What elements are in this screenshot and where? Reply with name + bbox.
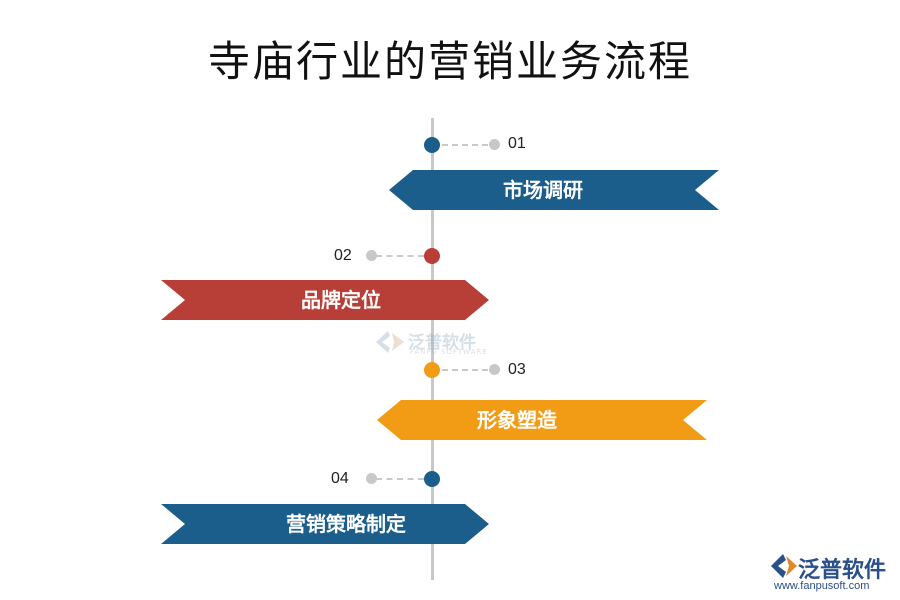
corner-watermark: 泛普软件 www.fanpusoft.com: [768, 552, 886, 592]
step-1-end-dot: [489, 139, 500, 150]
step-1-label: 市场调研: [503, 178, 583, 202]
step-4-ribbon: 营销策略制定: [161, 504, 489, 544]
fanpu-logo-icon: [376, 331, 404, 353]
step-2-number: 02: [334, 247, 352, 264]
step-2-ribbon-shape: [161, 280, 489, 320]
step-2-marker: [424, 248, 440, 264]
center-watermark: 泛普软件 FANPU SOFTWARE: [372, 328, 487, 358]
step-1-ribbon: 市场调研: [389, 170, 719, 210]
step-4-label: 营销策略制定: [286, 512, 406, 536]
step-2-ribbon: 品牌定位: [161, 280, 489, 320]
corner-watermark-brand: 泛普软件: [798, 558, 887, 583]
step-3-connector: [442, 369, 488, 371]
step-3-ribbon: 形象塑造: [377, 400, 707, 440]
timeline-axis: [431, 118, 434, 580]
step-3-ribbon-shape: [377, 400, 707, 440]
fanpu-corner-logo-icon: [771, 554, 797, 578]
step-3-number: 03: [508, 361, 526, 378]
step-2-connector: [376, 255, 424, 257]
step-4-ribbon-shape: [161, 504, 489, 544]
corner-watermark-url: www.fanpusoft.com: [774, 580, 870, 592]
step-2-label: 品牌定位: [301, 288, 381, 312]
step-1-ribbon-shape: [389, 170, 719, 210]
step-1-marker: [424, 137, 440, 153]
step-4-end-dot: [366, 473, 377, 484]
watermark-sub: FANPU SOFTWARE: [410, 348, 488, 356]
step-4-connector: [376, 478, 424, 480]
step-1-connector: [442, 144, 488, 146]
step-1-number: 01: [508, 135, 526, 152]
step-4-number: 04: [331, 470, 349, 487]
step-3-marker: [424, 362, 440, 378]
step-2-end-dot: [366, 250, 377, 261]
step-4-marker: [424, 471, 440, 487]
page-title: 寺庙行业的营销业务流程: [207, 37, 692, 86]
watermark-brand: 泛普软件: [408, 333, 476, 353]
step-3-label: 形象塑造: [477, 408, 557, 432]
step-3-end-dot: [489, 364, 500, 375]
